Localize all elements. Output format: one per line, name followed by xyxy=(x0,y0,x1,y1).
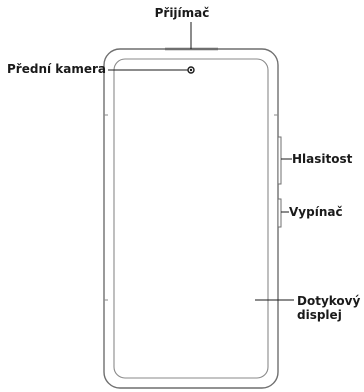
volume-button xyxy=(277,136,282,185)
phone-screen xyxy=(113,58,269,379)
power-button xyxy=(277,198,282,228)
volume-label: Hlasitost xyxy=(292,152,353,166)
touch-display-label: Dotykový displej xyxy=(297,294,360,322)
touch-display-label-line2: displej xyxy=(297,308,342,322)
front-camera-lens xyxy=(189,68,193,72)
touch-display-label-line1: Dotykový xyxy=(297,294,361,308)
front-camera-label: Přední kamera xyxy=(7,62,107,76)
receiver-label: Přijímač xyxy=(154,6,210,20)
power-label: Vypínač xyxy=(289,205,343,219)
